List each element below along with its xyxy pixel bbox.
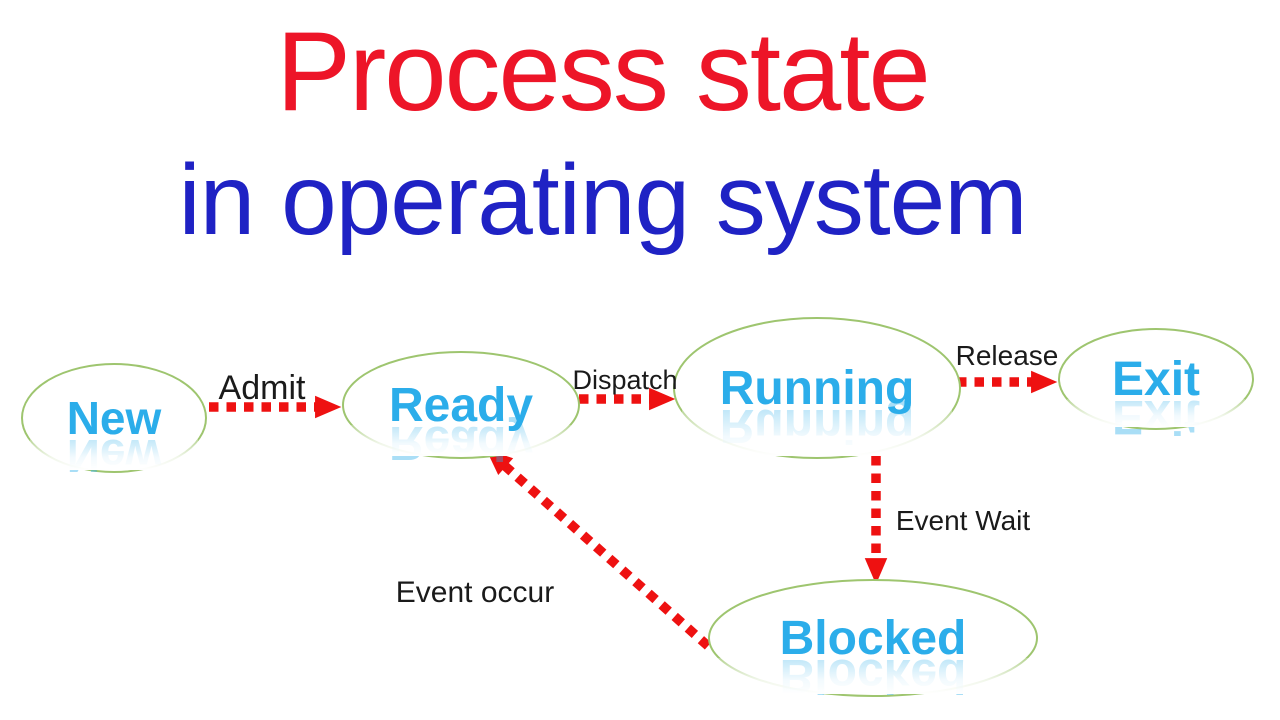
edges-layer <box>209 370 1058 650</box>
reflection-fade-ready <box>351 425 571 456</box>
state-label-ready: Ready <box>389 379 533 432</box>
state-label-new: New <box>67 392 162 444</box>
reflection-fade-blocked <box>717 658 1029 694</box>
state-label-running: Running <box>720 362 915 415</box>
transition-label-event-occur: Event occur <box>396 576 554 609</box>
state-label-blocked: Blocked <box>780 612 967 665</box>
reflection-fade-exit <box>1067 399 1245 427</box>
reflection-fade-running <box>682 408 952 456</box>
transition-label-event-wait: Event Wait <box>896 505 1031 536</box>
state-label-exit: Exit <box>1112 353 1200 406</box>
transition-label-dispatch: Dispatch <box>572 365 677 395</box>
transition-label-release: Release <box>956 340 1059 371</box>
transition-arrow-event-occur <box>486 449 712 650</box>
transition-label-admit: Admit <box>219 369 306 407</box>
reflection-fade-new <box>30 438 198 470</box>
nodes-layer: NewNewReadyReadyRunningRunningExitExitBl… <box>21 317 1254 702</box>
